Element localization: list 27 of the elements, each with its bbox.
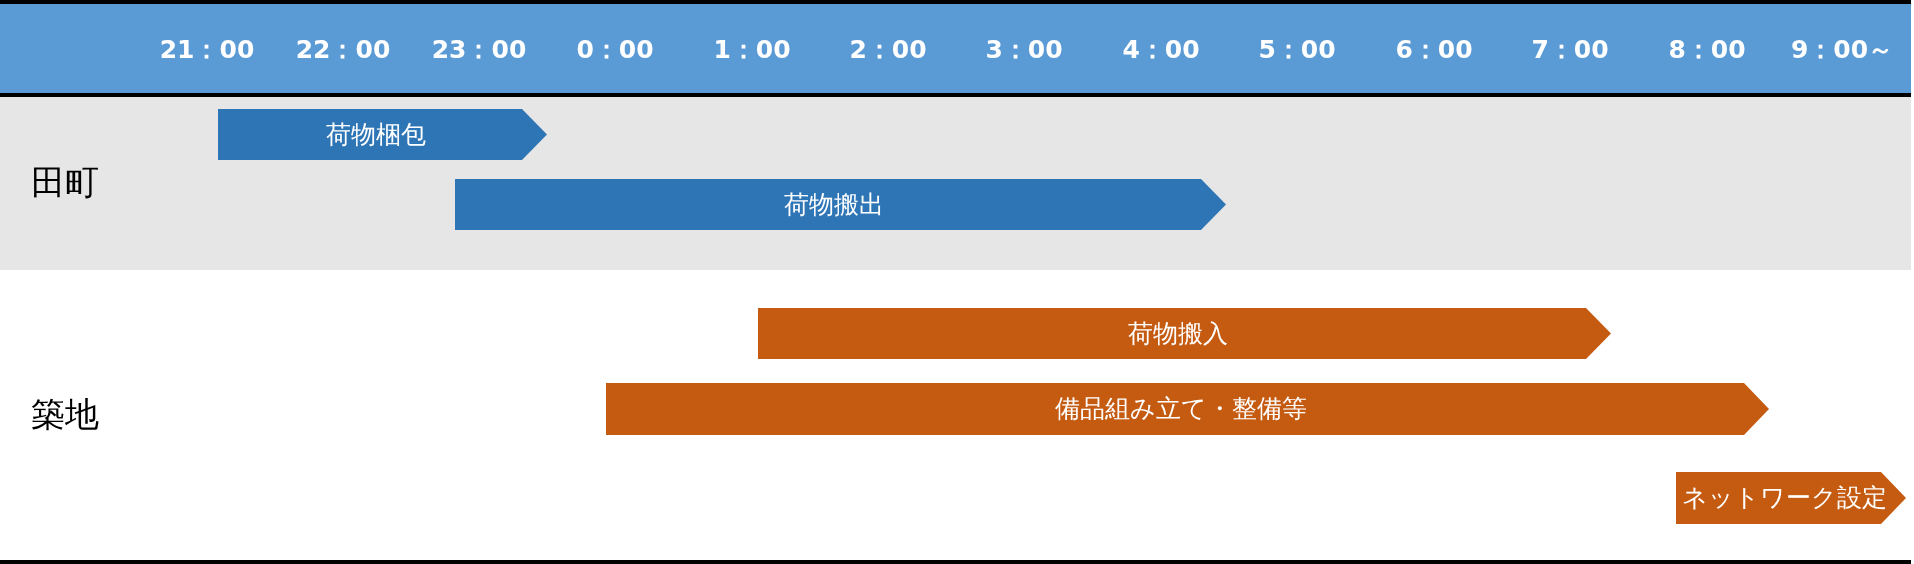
row-label: 築地 bbox=[31, 396, 99, 434]
time-label: 1：00 bbox=[713, 36, 791, 64]
gantt-bar bbox=[1676, 472, 1906, 524]
row-label: 田町 bbox=[31, 164, 99, 202]
task-label: 荷物搬出 bbox=[784, 190, 885, 219]
time-label: 7：00 bbox=[1531, 36, 1609, 64]
row-band bbox=[0, 97, 1911, 270]
header-band bbox=[0, 4, 1911, 93]
time-label: 21：00 bbox=[159, 36, 255, 64]
task-label: 荷物搬入 bbox=[1128, 319, 1229, 348]
gantt-bar bbox=[455, 179, 1226, 230]
time-label: 2：00 bbox=[849, 36, 927, 64]
time-label: 0：00 bbox=[576, 36, 654, 64]
time-label: 8：00 bbox=[1668, 36, 1746, 64]
gantt-bar bbox=[218, 109, 547, 160]
time-label: 23：00 bbox=[431, 36, 527, 64]
task-label: ネットワーク設定 bbox=[1682, 484, 1888, 512]
time-label: 3：00 bbox=[985, 36, 1063, 64]
time-label: 6：00 bbox=[1395, 36, 1473, 64]
time-label: 9：00～ bbox=[1790, 36, 1894, 64]
gantt-bar bbox=[758, 308, 1611, 359]
task-label: 備品組み立て・整備等 bbox=[1055, 395, 1308, 423]
time-label: 22：00 bbox=[295, 36, 391, 64]
gantt-bar bbox=[606, 383, 1769, 435]
task-label: 荷物梱包 bbox=[326, 120, 427, 149]
time-label: 4：00 bbox=[1122, 36, 1200, 64]
time-label: 5：00 bbox=[1258, 36, 1336, 64]
